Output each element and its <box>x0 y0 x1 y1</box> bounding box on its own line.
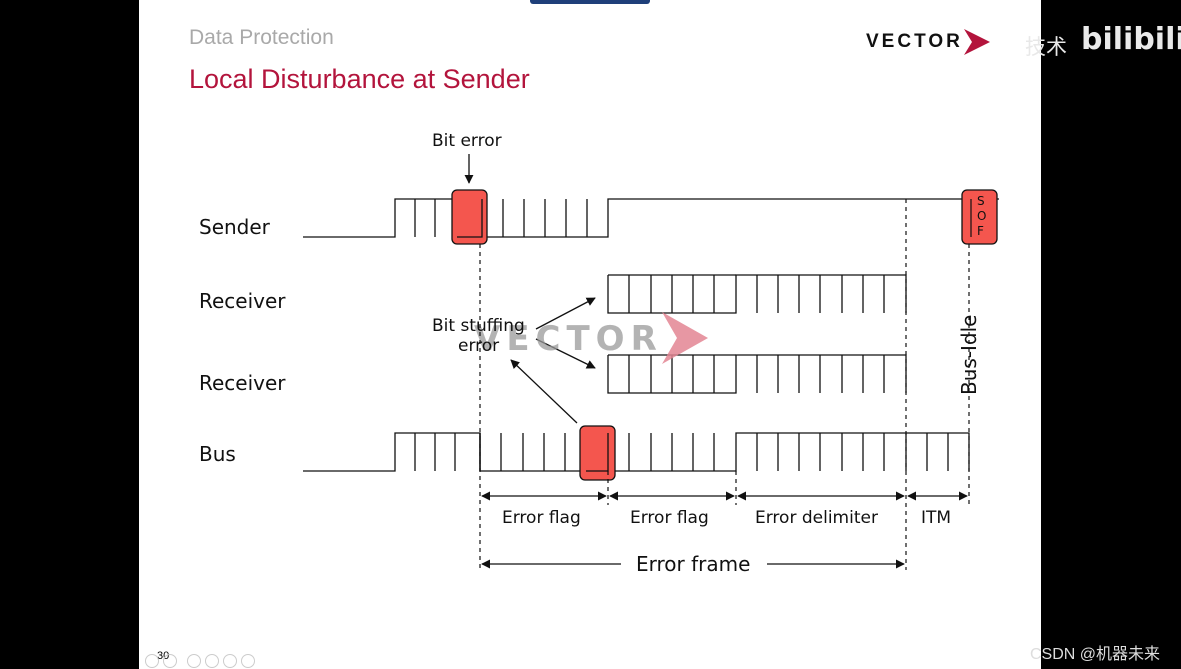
segment-itm: ITM <box>921 508 951 528</box>
bit-stuffing-label-2: error <box>458 336 499 356</box>
bit-error-label: Bit error <box>432 131 502 151</box>
row-label-sender: Sender <box>199 215 271 239</box>
row-label-receiver-1: Receiver <box>199 289 286 313</box>
sof-letter-o: O <box>977 209 986 223</box>
sender-waveform <box>303 198 999 238</box>
stuffing-arrow-bus <box>510 359 578 424</box>
vector-watermark-chevron <box>662 312 708 364</box>
stuffing-arrow-receiver-2 <box>535 338 596 369</box>
slide-nav-controls[interactable] <box>145 654 255 668</box>
stuffing-arrow-receiver-1 <box>535 297 596 330</box>
segment-error-flag-2: Error flag <box>630 508 709 528</box>
zoom-icon[interactable] <box>223 654 237 668</box>
can-error-diagram: Sender Receiver Receiver Bus Bit error S… <box>199 131 999 576</box>
vector-logo-chevron <box>964 29 990 55</box>
bus-waveform <box>303 432 970 472</box>
bus-stuff-error-highlight <box>579 425 616 481</box>
slide-subtitle: Data Protection <box>189 26 334 49</box>
slides-grid-icon[interactable] <box>205 654 219 668</box>
segment-error-delimiter: Error delimiter <box>755 508 878 528</box>
vector-logo: VECTOR <box>866 31 963 52</box>
overlay-text: 技术 <box>1025 36 1067 59</box>
receiver-1-waveform <box>607 274 907 314</box>
more-options-icon[interactable] <box>241 654 255 668</box>
vector-watermark-text: VECTOR <box>474 319 663 359</box>
segment-error-frame: Error frame <box>636 552 750 576</box>
sof-letter-s: S <box>977 194 985 208</box>
slide-title: Local Disturbance at Sender <box>189 64 530 94</box>
row-label-receiver-2: Receiver <box>199 371 286 395</box>
top-bar <box>530 0 650 4</box>
bilibili-logo: bilibili <box>1081 22 1181 57</box>
bit-error-highlight <box>451 189 488 245</box>
receiver-2-waveform <box>607 354 907 394</box>
next-slide-icon[interactable] <box>163 654 177 668</box>
segment-error-flag-1: Error flag <box>502 508 581 528</box>
slide: Data Protection Local Disturbance at Sen… <box>139 0 1041 669</box>
prev-slide-icon[interactable] <box>145 654 159 668</box>
bus-idle-label: Bus-Idle <box>957 315 981 396</box>
row-label-bus: Bus <box>199 442 236 466</box>
sof-letter-f: F <box>977 224 984 238</box>
csdn-watermark: CSDN @机器未来 <box>1030 646 1161 663</box>
pen-icon[interactable] <box>187 654 201 668</box>
bit-stuffing-label-1: Bit stuffing <box>432 316 525 336</box>
frame-markers <box>479 199 970 570</box>
segment-arrows <box>481 491 968 569</box>
